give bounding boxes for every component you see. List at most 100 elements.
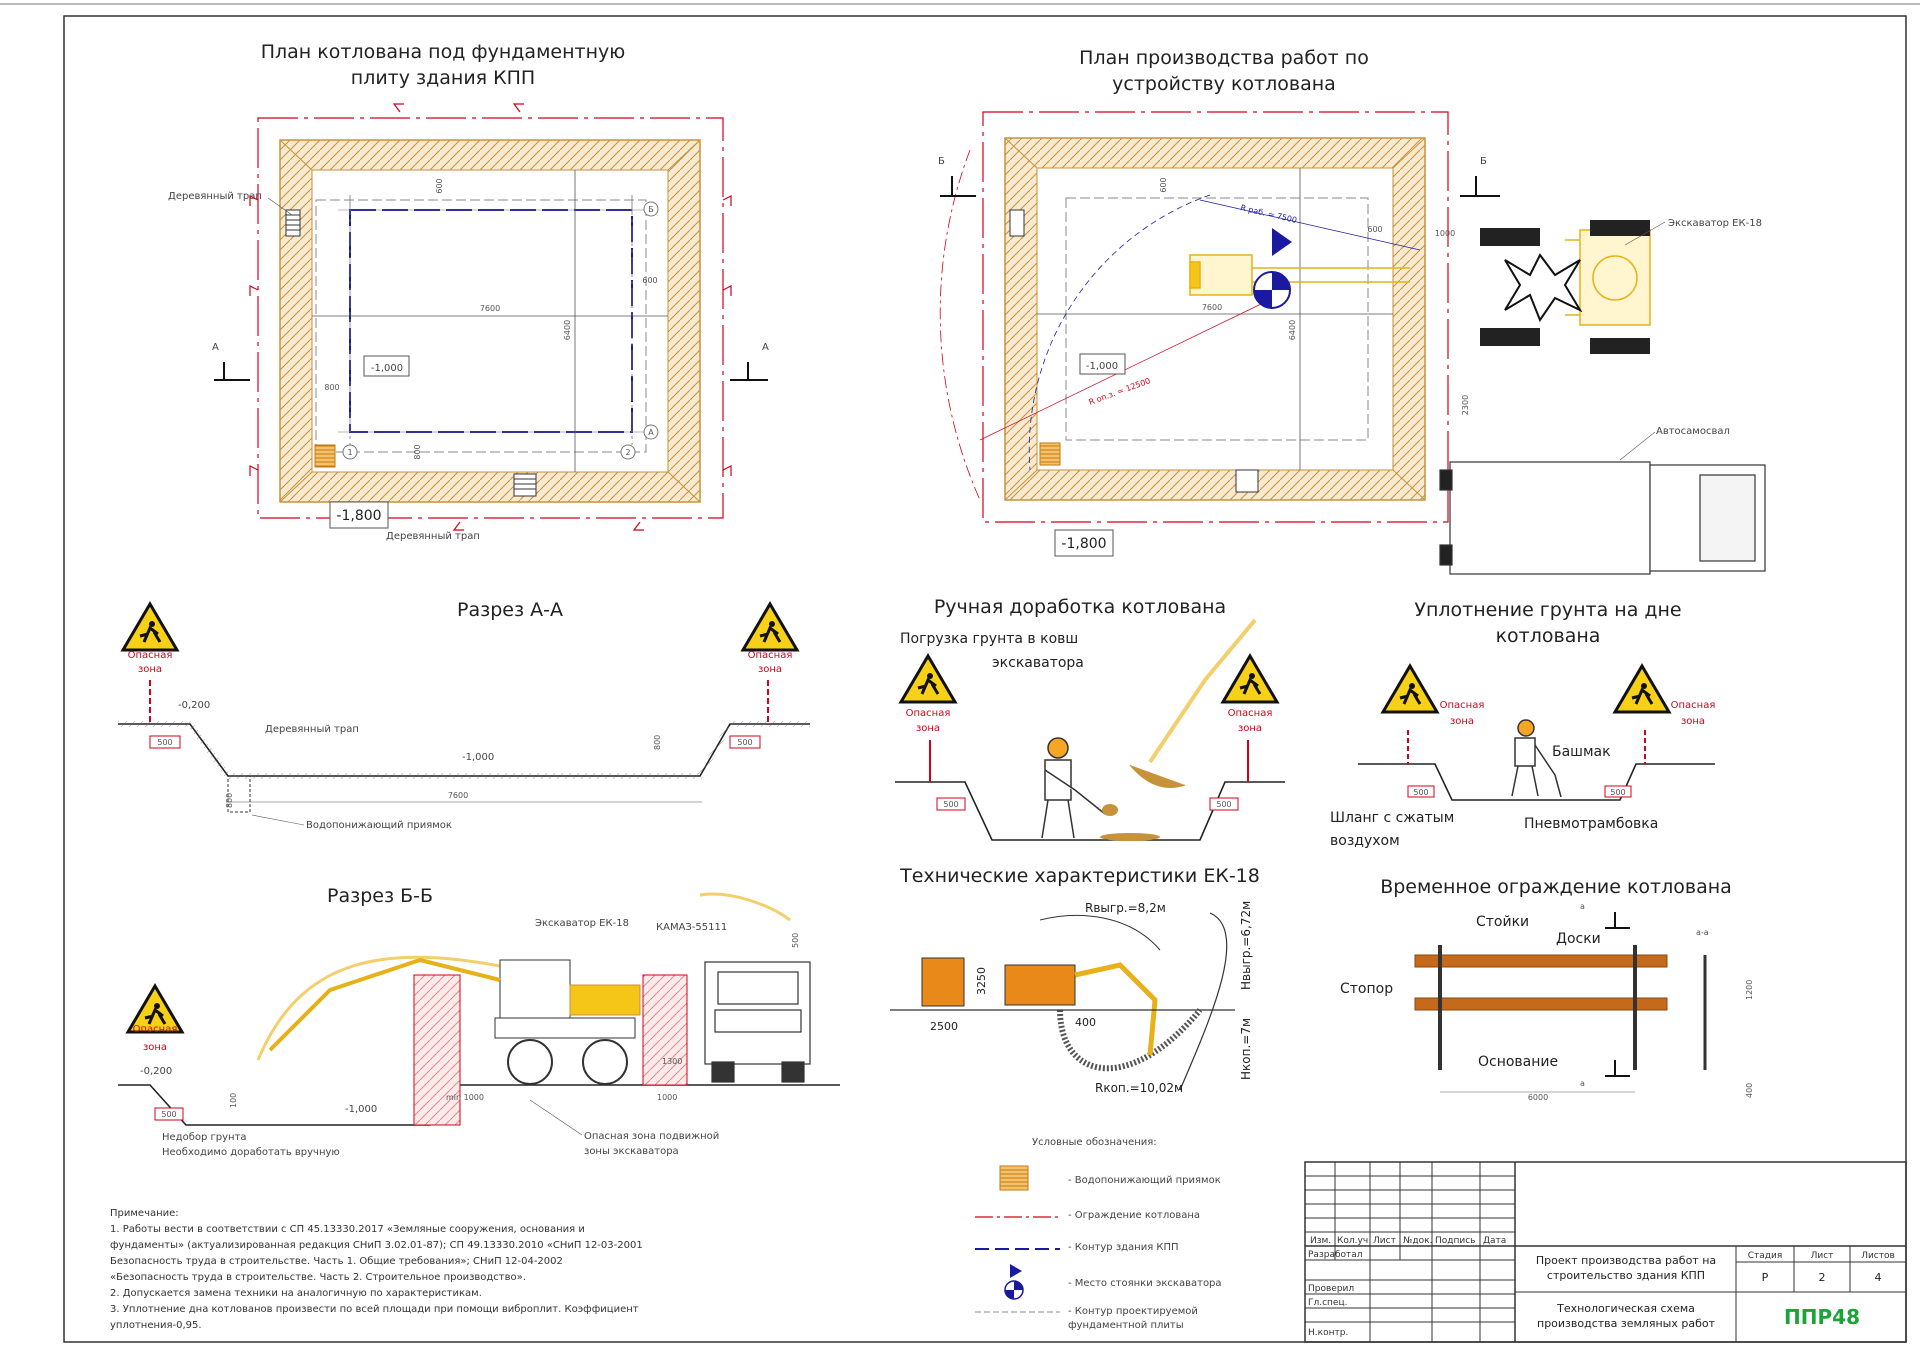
foundation-contour: [315, 199, 647, 453]
section-aa-title: Разрез А-А: [457, 599, 563, 621]
dim-6400-2: 6400: [1288, 320, 1297, 340]
compaction-worker: [1511, 719, 1562, 798]
plan-works-title-1: План производства работ по: [1079, 47, 1369, 69]
ladder-label-bottom: Деревянный трап: [386, 531, 480, 542]
dim-500-comp-l: 500: [1413, 788, 1428, 797]
dim-1000: 1000: [1435, 229, 1455, 238]
danger-manual-right: Опасная: [1228, 708, 1273, 719]
stamp-doc-1: Технологическая схема: [1556, 1302, 1695, 1315]
level-1800: -1,800: [336, 508, 381, 524]
danger-label-right: Опасная: [748, 650, 793, 661]
axis-2-label: 2: [625, 448, 630, 457]
stamp-col-izm: Изм.: [1310, 1236, 1331, 1246]
stamp-col-list: Лист: [1373, 1236, 1396, 1246]
level-1000-bb: -1,000: [345, 1104, 377, 1115]
stamp-row-proveril: Проверил: [1308, 1284, 1354, 1294]
brand-logo: ППР48: [1784, 1305, 1860, 1329]
zone-note-2: зоны экскаватора: [584, 1146, 679, 1157]
dim-7600: 7600: [480, 304, 500, 313]
dim-500-top-bb: 500: [791, 933, 800, 948]
h-kop: Hкоп.=7м: [1239, 1018, 1253, 1080]
plan-pit-title-2: плиту здания КПП: [351, 67, 535, 89]
manual-work: Ручная доработка котлована Погрузка грун…: [895, 596, 1285, 841]
worker-figure: [1041, 737, 1118, 839]
h-vygr: Hвыгр.=6,72м: [1239, 901, 1253, 990]
axis-b-label: Б: [648, 205, 654, 214]
plan-pit-title-1: План котлована под фундаментную: [261, 41, 626, 63]
dim-600-right: 600: [642, 276, 657, 285]
stamp-row-nkontr: Н.контр.: [1308, 1328, 1348, 1338]
ladder-aa: Деревянный трап: [265, 724, 359, 735]
board-bottom: [1414, 997, 1668, 1011]
boards-label: Доски: [1556, 931, 1601, 947]
note-undercut-1: Недобор грунта: [162, 1132, 247, 1143]
stamp-project-1: Проект производства работ на: [1536, 1254, 1716, 1267]
compaction-title-2: котлована: [1496, 625, 1601, 647]
sump-label: Водопонижающий приямок: [306, 820, 452, 831]
hose-label-2: воздухом: [1330, 833, 1400, 849]
danger-manual-left: Опасная: [906, 708, 951, 719]
work-radius-arc: [1028, 194, 1211, 471]
manual-title: Ручная доработка котлована: [934, 596, 1226, 618]
section-aa: Разрез А-А Опасная зона Опасная зона 500…: [118, 599, 810, 831]
sump-plan-2: [1039, 442, 1061, 466]
kamaz-truck: [704, 961, 811, 1083]
stamp-sheet: 2: [1819, 1271, 1826, 1284]
dim-2500: 2500: [930, 1020, 958, 1033]
r-vygr: Rвыгр.=8,2м: [1085, 901, 1166, 915]
title-block: [1304, 1161, 1907, 1343]
zone-label-right: зона: [758, 664, 782, 675]
cut-b-right: Б: [1480, 156, 1487, 167]
legend-foundation-1: - Контур проектируемой: [1068, 1306, 1198, 1317]
base-label: Основание: [1478, 1054, 1558, 1070]
legend-sump: - Водопонижающий приямок: [1068, 1175, 1221, 1186]
ladder-label-left: Деревянный трап: [168, 191, 262, 202]
danger-comp-right: Опасная: [1671, 700, 1716, 711]
plan-pit: План котлована под фундаментную плиту зд…: [168, 41, 769, 542]
danger-label-bb: Опасная: [133, 1024, 178, 1035]
pit-profile-bb: [118, 1084, 840, 1126]
stopper-label: Стопор: [1340, 981, 1393, 997]
notes-line-2: фундаменты» (актуализированная редакция …: [110, 1240, 643, 1251]
legend-parking: - Место стоянки экскаватора: [1068, 1278, 1222, 1289]
rotation-star-icon: [1504, 253, 1583, 323]
pit-profile-comp: [1358, 763, 1715, 801]
danger-zone-bb-left: [413, 974, 461, 1126]
excavator-boom-reach: [256, 892, 791, 1061]
zone-label-left: зона: [138, 664, 162, 675]
notes-title: Примечание:: [110, 1208, 179, 1219]
excavator-label-plan: Экскаватор ЕК-18: [1668, 218, 1762, 229]
notes: Примечание: 1. Работы вести в соответств…: [110, 1208, 643, 1331]
stamp-col-podpis: Подпись: [1435, 1236, 1475, 1246]
fence-outline: [257, 117, 724, 519]
level-1800-2: -1,800: [1061, 536, 1106, 552]
stamp-project-2: строительство здания КПП: [1547, 1269, 1705, 1282]
dim-600-top-2: 600: [1159, 177, 1168, 192]
cut-a-bottom: а: [1580, 1079, 1585, 1088]
fence-title: Временное ограждение котлована: [1380, 876, 1732, 898]
notes-line-1: 1. Работы вести в соответствии с СП 45.1…: [110, 1224, 585, 1235]
hose-label-1: Шланг с сжатым: [1330, 810, 1454, 826]
stamp-col-ndok: №док.: [1403, 1236, 1432, 1246]
dim-600-right-2: 600: [1367, 225, 1382, 234]
notes-line-7: уплотнения-0,95.: [110, 1320, 202, 1331]
dim-500-comp-r: 500: [1610, 788, 1625, 797]
dim-600-top: 600: [435, 178, 444, 193]
cut-a-right: А: [762, 342, 769, 353]
stamp-sheets: 4: [1875, 1271, 1882, 1284]
dim-min1000: min 1000: [446, 1093, 484, 1102]
danger-label-left: Опасная: [128, 650, 173, 661]
compaction-title-1: Уплотнение грунта на дне: [1414, 599, 1681, 621]
zone-manual-right: зона: [1238, 723, 1262, 734]
level-02-bb: -0,200: [140, 1066, 172, 1077]
dim-800-aa: 800: [653, 735, 662, 750]
legend-building: - Контур здания КПП: [1068, 1242, 1179, 1253]
level-1000-2: -1,000: [1086, 361, 1118, 372]
shoe-label: Башмак: [1552, 744, 1611, 760]
dim-1000-bb: 1000: [657, 1093, 677, 1102]
section-bb-title: Разрез Б-Б: [327, 885, 433, 907]
dim-800-bottom: 800: [413, 444, 422, 459]
danger-zone-bb-right: [642, 974, 688, 1086]
zone-comp-right: зона: [1681, 716, 1705, 727]
sump-plan: [314, 444, 336, 468]
